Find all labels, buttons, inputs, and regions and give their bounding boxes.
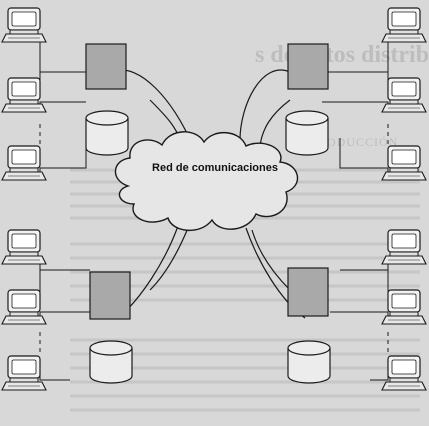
- computer-terminal-icon: [1, 229, 47, 265]
- server-box-icon: [287, 43, 329, 90]
- computer-terminal-icon: [1, 289, 47, 325]
- computer-terminal-icon: [1, 7, 47, 43]
- databases: [85, 110, 331, 384]
- link-top-right-upper: [239, 69, 291, 141]
- server-box-icon: [85, 43, 127, 90]
- computer-terminal-icon: [381, 7, 427, 43]
- database-cylinder-icon: [85, 110, 129, 156]
- computer-terminal-icon: [1, 77, 47, 113]
- computer-terminal-icon: [381, 355, 427, 391]
- server-box-icon: [287, 267, 329, 317]
- server-box-icon: [89, 271, 131, 320]
- computer-terminal-icon: [1, 355, 47, 391]
- computer-terminal-icon: [381, 289, 427, 325]
- link-bottom-left-lower: [149, 227, 189, 291]
- servers: [85, 43, 329, 320]
- computer-terminal-icon: [1, 145, 47, 181]
- computer-terminal-icon: [381, 229, 427, 265]
- computer-terminal-icon: [381, 77, 427, 113]
- database-cylinder-icon: [287, 340, 331, 384]
- database-cylinder-icon: [285, 110, 329, 156]
- network-cloud-label: Red de comunicaciones: [152, 162, 278, 174]
- background-heading: s de datos distribuidas: [255, 42, 429, 68]
- database-cylinder-icon: [89, 340, 133, 384]
- computer-terminal-icon: [381, 145, 427, 181]
- network-cloud-icon: [114, 131, 298, 231]
- link-bottom-right-upper: [251, 229, 291, 291]
- link-top-right-lower: [259, 99, 291, 147]
